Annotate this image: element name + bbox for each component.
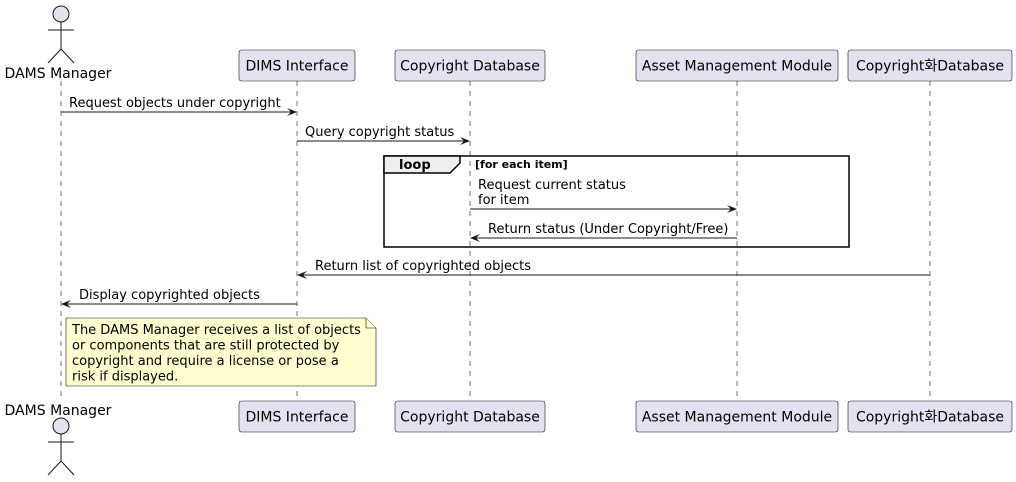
message-2: Query copyright status bbox=[297, 125, 470, 145]
message-label: for item bbox=[478, 193, 529, 208]
message-1: Request objects under copyright bbox=[61, 96, 297, 116]
participant-box bbox=[238, 49, 356, 82]
participant-copydb2-bottom: Copyright화Database bbox=[847, 400, 1013, 433]
arrowhead bbox=[287, 108, 297, 116]
participant-dams-bottom: DAMS Manager bbox=[5, 403, 112, 476]
participant-box bbox=[238, 400, 356, 433]
arrowhead bbox=[727, 205, 737, 213]
participant-label: DIMS Interface bbox=[245, 410, 348, 426]
loop-label: loop bbox=[399, 158, 431, 173]
message-4: Return status (Under Copyright/Free) bbox=[470, 222, 737, 242]
loop-frame bbox=[383, 155, 850, 248]
message-label: Display copyrighted objects bbox=[79, 288, 260, 303]
participant-label: Asset Management Module bbox=[642, 59, 832, 75]
participant-label: Asset Management Module bbox=[642, 410, 832, 426]
participant-box bbox=[847, 400, 1013, 433]
message-label: Return status (Under Copyright/Free) bbox=[488, 222, 728, 237]
message-label: Return list of copyrighted objects bbox=[315, 259, 531, 274]
participant-label: Copyright Database bbox=[400, 410, 540, 426]
participant-dims-bottom: DIMS Interface bbox=[238, 400, 356, 433]
participant-label: Copyright Database bbox=[400, 59, 540, 75]
loop-tab bbox=[383, 155, 461, 174]
participant-copydb-top: Copyright Database bbox=[394, 49, 546, 82]
participant-label: Copyright화Database bbox=[856, 410, 1004, 426]
participant-dams-top: DAMS Manager bbox=[5, 5, 112, 82]
note-fold bbox=[365, 318, 376, 329]
participant-label: Copyright화Database bbox=[856, 59, 1004, 75]
note-text: copyright and require a license or pose … bbox=[72, 354, 339, 369]
participant-copydb2-top: Copyright화Database bbox=[847, 49, 1013, 82]
arrowhead bbox=[470, 234, 480, 242]
participant-box bbox=[394, 400, 546, 433]
participant-box bbox=[635, 49, 839, 82]
participant-box bbox=[847, 49, 1013, 82]
arrowhead bbox=[460, 137, 470, 145]
arrowhead bbox=[61, 300, 71, 308]
lifelines bbox=[60, 81, 931, 401]
participant-dims-top: DIMS Interface bbox=[238, 49, 356, 82]
note-text: The DAMS Manager receives a list of obje… bbox=[71, 323, 361, 338]
participant-box bbox=[635, 400, 839, 433]
message-label: Request objects under copyright bbox=[69, 96, 281, 111]
actor-icon bbox=[47, 5, 75, 64]
note-text: or components that are still protected b… bbox=[72, 339, 340, 354]
message-5: Return list of copyrighted objects bbox=[297, 259, 930, 279]
loop-guard: [for each item] bbox=[475, 158, 568, 171]
loop-fragment: loop [for each item] bbox=[383, 155, 850, 248]
actor-icon bbox=[47, 417, 75, 476]
note-text: risk if displayed. bbox=[72, 370, 178, 385]
arrowhead bbox=[297, 271, 307, 279]
message-label: Request current status bbox=[478, 178, 626, 193]
participant-asset-bottom: Asset Management Module bbox=[635, 400, 839, 433]
participant-copydb-bottom: Copyright Database bbox=[394, 400, 546, 433]
participant-asset-top: Asset Management Module bbox=[635, 49, 839, 82]
note: The DAMS Manager receives a list of obje… bbox=[65, 317, 377, 387]
participant-label: DIMS Interface bbox=[245, 59, 348, 75]
message-6: Display copyrighted objects bbox=[61, 288, 297, 308]
participant-label: DAMS Manager bbox=[5, 66, 112, 82]
participant-label: DAMS Manager bbox=[5, 403, 112, 419]
participant-box bbox=[394, 49, 546, 82]
note-box bbox=[65, 317, 377, 387]
message-label: Query copyright status bbox=[305, 125, 455, 140]
